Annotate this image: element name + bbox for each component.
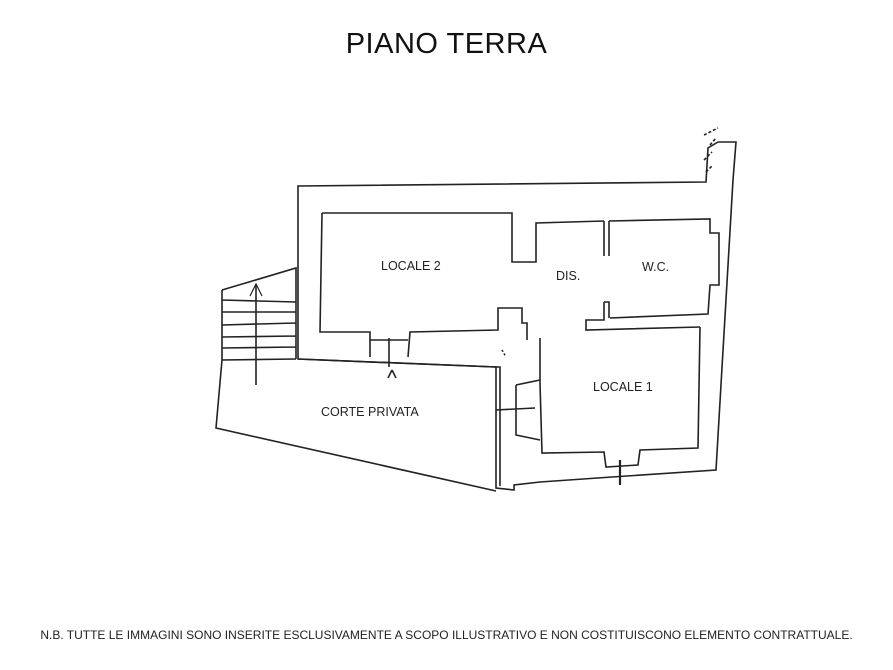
disclaimer-note: N.B. TUTTE LE IMMAGINI SONO INSERITE ESC…: [40, 628, 853, 642]
room-label-corte-privata: CORTE PRIVATA: [321, 405, 419, 419]
stairs: [221, 266, 297, 385]
page-title: PIANO TERRA: [345, 28, 548, 60]
room-label-dis: DIS.: [556, 269, 581, 283]
locale-2-walls: [319, 212, 605, 358]
corte-privata-walls: [215, 358, 497, 492]
room-label-locale-2: LOCALE 2: [381, 259, 441, 273]
outer-wall: [297, 141, 737, 491]
wc-walls: [585, 218, 720, 331]
room-label-locale-1: LOCALE 1: [593, 380, 653, 394]
locale-1-walls: [539, 326, 701, 468]
room-label-wc: W.C.: [642, 260, 670, 274]
